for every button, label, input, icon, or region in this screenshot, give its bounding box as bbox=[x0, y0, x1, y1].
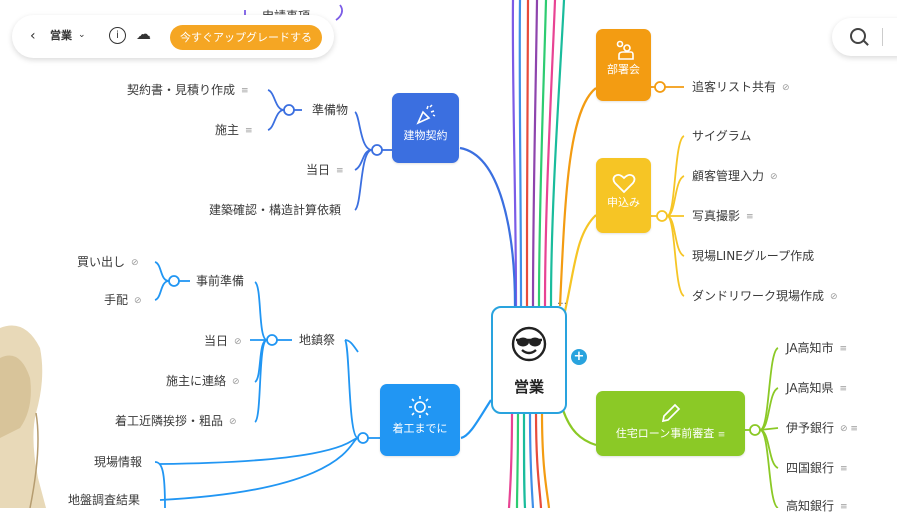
more-options-icon[interactable]: … bbox=[557, 296, 567, 307]
node-day-of-label: 当日 bbox=[306, 163, 331, 177]
note-icon[interactable]: ≡ bbox=[746, 211, 754, 222]
note-icon[interactable]: ≡ bbox=[245, 125, 253, 136]
node-neighbor-greeting[interactable]: 着工近隣挨拶・粗品 ⊘ bbox=[115, 413, 237, 430]
attachment-icon[interactable]: ⊘ bbox=[770, 171, 778, 182]
node-department-meeting[interactable]: 部署会 bbox=[596, 29, 651, 101]
node-building-contract-label: 建物契約 bbox=[403, 129, 448, 142]
node-shikoku-bank-label: 四国銀行 bbox=[786, 461, 835, 475]
search-icon-handle bbox=[863, 40, 869, 46]
attachment-icon[interactable]: ⊘ bbox=[782, 82, 790, 93]
attachment-icon[interactable]: ⊘ bbox=[234, 336, 242, 347]
chevron-left-icon[interactable]: ‹ bbox=[30, 28, 36, 44]
note-icon[interactable]: ≡ bbox=[840, 501, 848, 512]
note-icon[interactable]: ≡ bbox=[717, 430, 726, 440]
node-ja-kochi-city[interactable]: JA高知市 ≡ bbox=[786, 340, 847, 357]
search-panel bbox=[832, 18, 897, 56]
note-icon[interactable]: ≡ bbox=[839, 343, 848, 354]
attachment-icon[interactable]: ⊘ bbox=[232, 376, 240, 387]
add-node-button[interactable]: + bbox=[571, 349, 587, 365]
pencil-icon bbox=[661, 403, 680, 423]
node-customer-input[interactable]: 顧客管理入力 ⊘ bbox=[692, 168, 778, 185]
node-loan-review[interactable]: 住宅ローン事前審査 ≡ bbox=[596, 391, 745, 456]
node-site-info[interactable]: 現場情報 bbox=[94, 455, 143, 469]
node-owner[interactable]: 施主 ≡ bbox=[215, 122, 253, 139]
attachment-icon[interactable]: ⊘ ≡ bbox=[840, 423, 858, 434]
search-divider bbox=[882, 28, 883, 46]
node-kochi-bank[interactable]: 高知銀行 ≡ bbox=[786, 498, 848, 515]
node-loan-review-label: 住宅ローン事前審査 ≡ bbox=[596, 427, 745, 442]
node-contact-owner-label: 施主に連絡 bbox=[166, 374, 227, 388]
node-shopping-label: 買い出し bbox=[77, 255, 126, 269]
cloud-sync-icon[interactable]: ☁ bbox=[136, 25, 151, 43]
node-contact-owner[interactable]: 施主に連絡 ⊘ bbox=[166, 373, 240, 390]
node-iyo-bank-label: 伊予銀行 bbox=[786, 421, 835, 435]
node-before-construction-label: 着工までに bbox=[392, 422, 448, 435]
node-ja-kochi-pref[interactable]: JA高知県 ≡ bbox=[786, 380, 847, 397]
attachment-icon[interactable]: ⊘ bbox=[131, 257, 139, 268]
node-arrangement-label: 手配 bbox=[104, 293, 129, 307]
node-contract-estimate[interactable]: 契約書・見積り作成 ≡ bbox=[127, 82, 249, 99]
node-arrangement[interactable]: 手配 ⊘ bbox=[104, 292, 142, 309]
sunglasses-face-icon bbox=[511, 326, 547, 362]
node-day-of[interactable]: 当日 ≡ bbox=[306, 162, 344, 179]
node-ja-kochi-city-label: JA高知市 bbox=[786, 341, 834, 355]
node-building-confirmation[interactable]: 建築確認・構造計算依頼 bbox=[209, 203, 342, 217]
node-followup-list[interactable]: 追客リスト共有 ⊘ bbox=[692, 79, 790, 96]
node-dandori-label: ダンドリワーク現場作成 bbox=[692, 289, 825, 303]
node-shopping[interactable]: 買い出し ⊘ bbox=[77, 254, 139, 271]
search-icon[interactable] bbox=[850, 28, 866, 44]
info-icon[interactable]: i bbox=[109, 27, 126, 44]
node-photo-label: 写真撮影 bbox=[692, 209, 741, 223]
node-before-construction[interactable]: 着工までに bbox=[380, 384, 460, 456]
node-groundbreaking-day[interactable]: 当日 ⊘ bbox=[204, 333, 242, 350]
node-advance-prep[interactable]: 事前準備 bbox=[196, 274, 245, 288]
attachment-icon[interactable]: ⊘ bbox=[229, 416, 237, 427]
node-building-contract[interactable]: 建物契約 bbox=[392, 93, 459, 163]
node-saigram[interactable]: サイグラム bbox=[692, 129, 752, 143]
note-icon[interactable]: ≡ bbox=[840, 463, 848, 474]
node-application-label: 申込み bbox=[607, 196, 640, 209]
node-iyo-bank[interactable]: 伊予銀行 ⊘ ≡ bbox=[786, 420, 858, 437]
top-toolbar: ‹ 営業 ⌄ i ☁ 今すぐアップグレードする bbox=[12, 15, 334, 58]
attachment-icon[interactable]: ⊘ bbox=[134, 295, 142, 306]
node-line-group[interactable]: 現場LINEグループ作成 bbox=[692, 249, 815, 263]
note-icon[interactable]: ≡ bbox=[839, 383, 848, 394]
node-loan-review-text: 住宅ローン事前審査 bbox=[615, 427, 715, 440]
node-application[interactable]: 申込み bbox=[596, 158, 651, 233]
node-ground-survey[interactable]: 地盤調査結果 bbox=[68, 493, 141, 507]
node-neighbor-greeting-label: 着工近隣挨拶・粗品 bbox=[115, 414, 224, 428]
party-popper-icon bbox=[415, 104, 435, 125]
attachment-icon[interactable]: ⊘ bbox=[830, 291, 838, 302]
node-groundbreaking[interactable]: 地鎮祭 bbox=[299, 333, 336, 347]
node-preparation[interactable]: 準備物 bbox=[312, 103, 349, 117]
root-node-label: 営業 bbox=[513, 378, 544, 396]
node-groundbreaking-day-label: 当日 bbox=[204, 334, 229, 348]
node-dandori[interactable]: ダンドリワーク現場作成 ⊘ bbox=[692, 288, 838, 305]
node-kochi-bank-label: 高知銀行 bbox=[786, 499, 835, 513]
node-customer-input-label: 顧客管理入力 bbox=[692, 169, 765, 183]
upgrade-button[interactable]: 今すぐアップグレードする bbox=[170, 25, 322, 50]
node-followup-list-label: 追客リスト共有 bbox=[692, 80, 777, 94]
root-node[interactable]: 営業 bbox=[491, 306, 567, 414]
sun-icon bbox=[409, 396, 431, 418]
webcam-overlay-image bbox=[0, 325, 46, 508]
note-icon[interactable]: ≡ bbox=[336, 165, 344, 176]
node-shikoku-bank[interactable]: 四国銀行 ≡ bbox=[786, 460, 848, 477]
node-photo[interactable]: 写真撮影 ≡ bbox=[692, 208, 754, 225]
chevron-down-icon[interactable]: ⌄ bbox=[78, 30, 86, 40]
node-department-meeting-label: 部署会 bbox=[607, 63, 640, 76]
node-owner-label: 施主 bbox=[215, 123, 240, 137]
map-name-label[interactable]: 営業 bbox=[50, 29, 72, 42]
note-icon[interactable]: ≡ bbox=[241, 85, 249, 96]
heart-icon bbox=[612, 173, 635, 194]
node-ja-kochi-pref-label: JA高知県 bbox=[786, 381, 834, 395]
people-icon bbox=[616, 40, 634, 60]
node-contract-estimate-label: 契約書・見積り作成 bbox=[127, 83, 236, 97]
